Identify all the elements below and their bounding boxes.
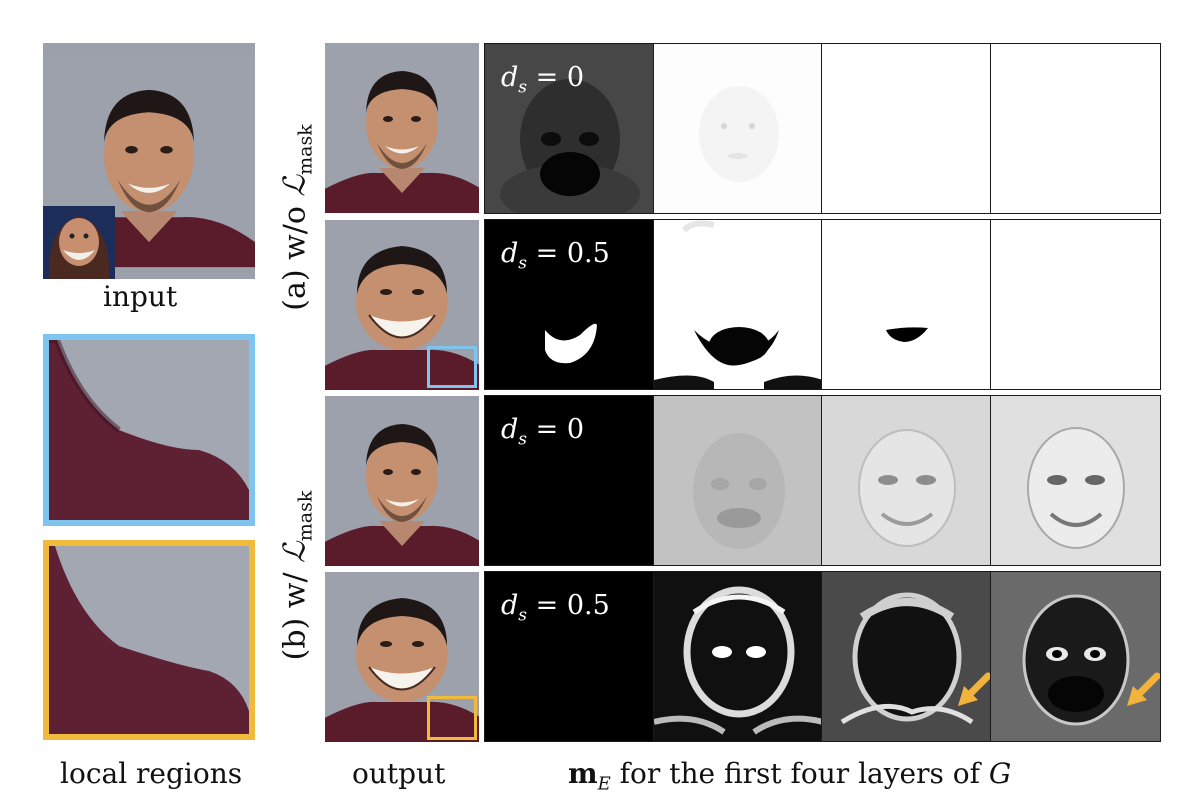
- mask-r2-c3: [821, 219, 991, 390]
- mask-r1-c1: ds = 0: [484, 43, 654, 214]
- ds-label-row1: ds = 0: [501, 62, 584, 98]
- yellow-region-marker: [427, 696, 477, 740]
- mask-r3-c4: [990, 395, 1161, 566]
- mask-r1-c4: [990, 43, 1161, 214]
- arrow-icon-c3: [958, 672, 990, 706]
- output-photo-row4: [325, 572, 479, 742]
- mask-r4-c2: [653, 571, 822, 742]
- mask-caption: mE for the first four layers of G: [568, 760, 1011, 794]
- mask-r2-c2: [653, 219, 822, 390]
- output-photo-row2: [325, 220, 479, 390]
- reference-caricature-inset: [43, 206, 115, 279]
- row-b-label: (b) w/ ℒmask: [277, 490, 317, 661]
- local-region-blue: [43, 334, 255, 526]
- mask-r4-c3: [821, 571, 991, 742]
- ds-label-row4: ds = 0.5: [501, 590, 610, 626]
- local-regions-label: local regions: [60, 757, 243, 790]
- row-a-label: (a) w/o ℒmask: [277, 124, 317, 311]
- caption-m: m: [568, 757, 598, 790]
- mask-r2-c4: [990, 219, 1161, 390]
- blue-region-marker: [427, 346, 477, 388]
- caption-rest: for the first four layers of: [610, 757, 989, 790]
- mask-r4-c1: ds = 0.5: [484, 571, 654, 742]
- ds-label-row2: ds = 0.5: [501, 238, 610, 274]
- mask-r1-c3: [821, 43, 991, 214]
- output-photo-row3: [325, 396, 479, 566]
- mask-r4-c4: [990, 571, 1161, 742]
- output-label: output: [352, 757, 446, 790]
- caption-g: G: [988, 757, 1012, 790]
- mask-r1-c2: [653, 43, 822, 214]
- mask-r3-c2: [653, 395, 822, 566]
- ds-label-row3: ds = 0: [501, 414, 584, 450]
- mask-r3-c1: ds = 0: [484, 395, 654, 566]
- mask-r2-c1: ds = 0.5: [484, 219, 654, 390]
- input-label: input: [103, 280, 178, 313]
- arrow-icon-c4: [1127, 672, 1160, 706]
- output-photo-row1: [325, 43, 479, 213]
- mask-r3-c3: [821, 395, 991, 566]
- local-region-yellow: [43, 540, 255, 740]
- caption-e: E: [597, 773, 611, 795]
